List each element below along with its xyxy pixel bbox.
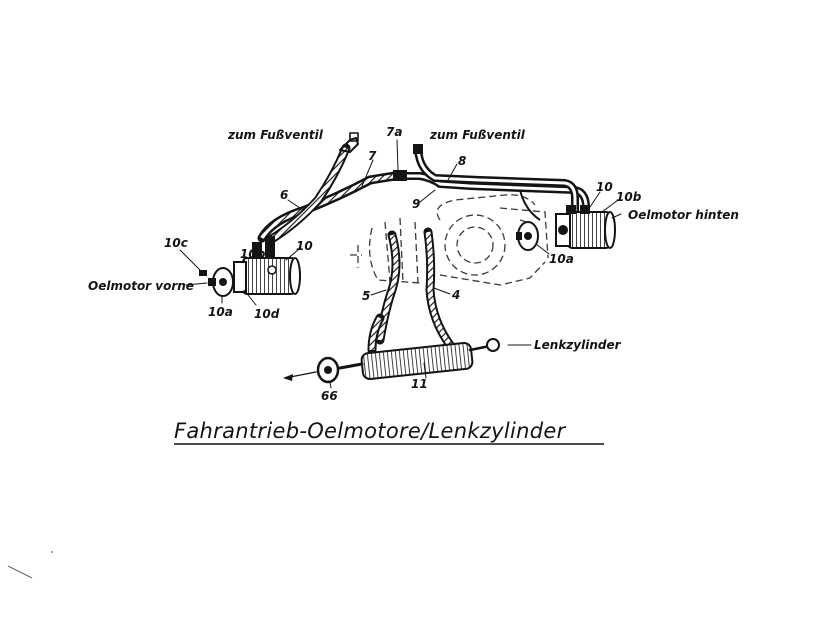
oelmotor-vorne-10a (208, 267, 234, 297)
label-4: 4 (451, 288, 460, 302)
label-66: 66 (321, 389, 338, 403)
label-oelmotor-vorne: Oelmotor vorne (88, 279, 194, 293)
label-8: 8 (458, 154, 466, 168)
label-10b-left: 10b (240, 247, 266, 261)
label-10-left: 10 (296, 239, 313, 253)
oelmotor-vorne-drawing (233, 236, 301, 295)
label-9: 9 (412, 197, 420, 211)
part-10c (199, 270, 207, 276)
fitting-fussventil-left (339, 132, 359, 153)
hose-6 (265, 143, 351, 245)
scan-dot (51, 551, 53, 553)
scan-mark (7, 565, 33, 579)
label-10-right: 10 (596, 180, 613, 194)
hose-5-lower (367, 313, 385, 355)
leader-lines (179, 139, 622, 389)
label-zum-fussventil-left: zum Fußventil (227, 128, 324, 142)
hose-5 (375, 230, 401, 345)
line-9 (519, 189, 541, 221)
oelmotor-hinten-drawing (555, 205, 616, 249)
label-10c: 10c (164, 236, 188, 250)
label-10a-left: 10a (208, 305, 233, 319)
lenkzylinder-drawing (283, 338, 500, 384)
label-6: 6 (280, 188, 288, 202)
label-7a: 7a (386, 125, 402, 139)
label-10a-right: 10a (549, 252, 574, 266)
line-7a (393, 170, 590, 216)
label-11: 11 (411, 377, 428, 391)
hose-4 (423, 227, 455, 350)
label-10b-right: 10b (616, 190, 642, 204)
label-7: 7 (368, 149, 377, 163)
label-lenkzylinder: Lenkzylinder (534, 338, 622, 352)
label-zum-fussventil-right: zum Fußventil (429, 128, 526, 142)
oelmotor-hinten-10a (516, 221, 539, 251)
label-5: 5 (362, 289, 370, 303)
label-10d: 10d (254, 307, 280, 321)
label-oelmotor-hinten: Oelmotor hinten (628, 208, 739, 222)
diagram-caption: Fahrantrieb-Oelmotore/Lenkzylinder (174, 419, 567, 443)
gearbox-outline (350, 194, 549, 286)
line-8 (413, 144, 579, 216)
